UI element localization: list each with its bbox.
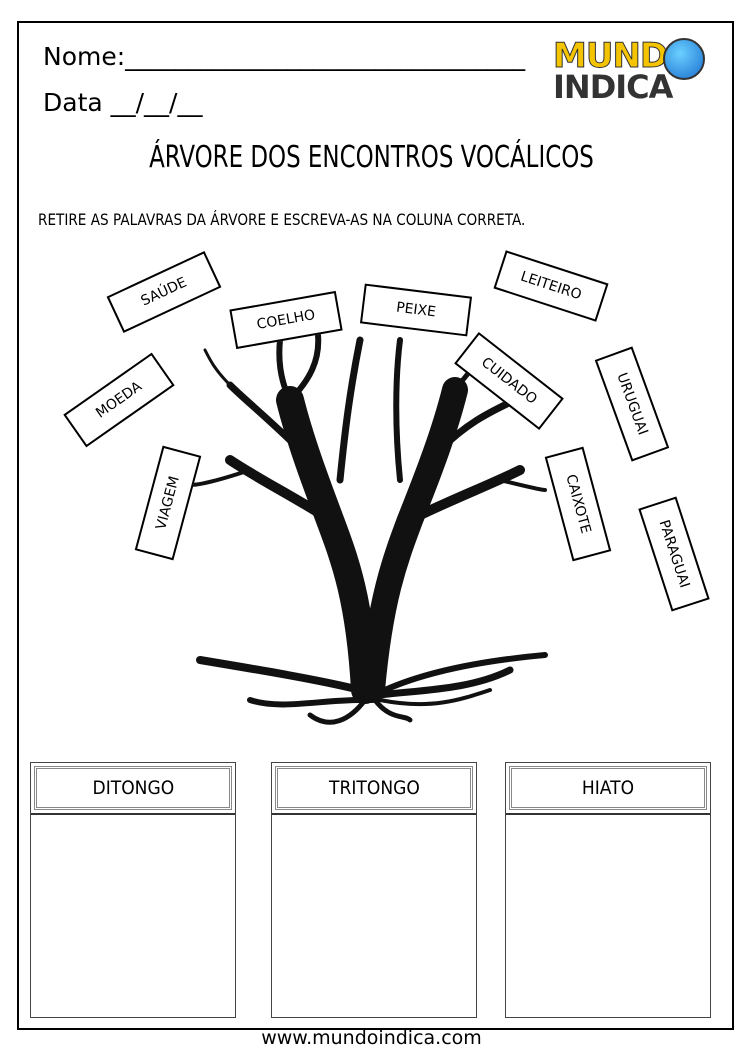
globe-mascot-icon xyxy=(663,38,705,80)
date-field[interactable]: Data __/__/__ xyxy=(43,88,203,117)
column-header: HIATO xyxy=(506,763,710,815)
worksheet-title: ÁRVORE DOS ENCONTROS VOCÁLICOS xyxy=(149,140,594,175)
column-tritongo[interactable]: TRITONGO xyxy=(271,762,477,1018)
mundo-indica-logo: MUND INDICA xyxy=(552,36,713,106)
column-hiato[interactable]: HIATO xyxy=(505,762,711,1018)
column-header: DITONGO xyxy=(31,763,235,815)
tree-illustration xyxy=(188,316,548,725)
column-header: TRITONGO xyxy=(272,763,476,815)
name-field[interactable]: Nome:________________________________ xyxy=(43,42,526,71)
footer-url: www.mundoindica.com xyxy=(261,1027,482,1049)
column-ditongo[interactable]: DITONGO xyxy=(30,762,236,1018)
instruction: RETIRE AS PALAVRAS DA ÁRVORE E ESCREVA-A… xyxy=(38,210,526,229)
page-frame xyxy=(17,21,734,1030)
